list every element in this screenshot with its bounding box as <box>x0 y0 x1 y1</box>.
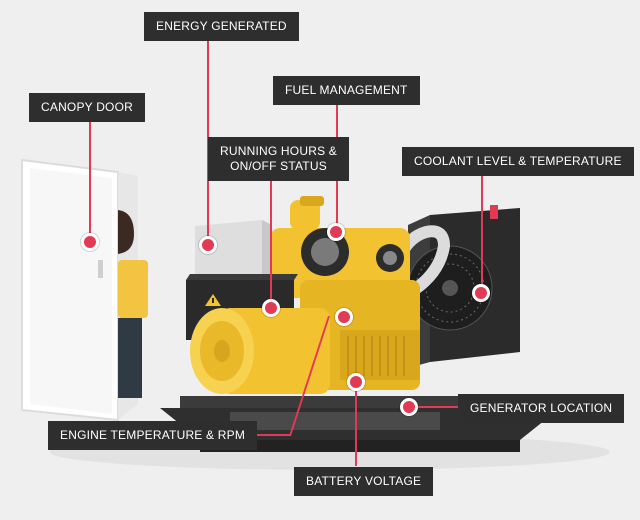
canopy-door-marker[interactable] <box>81 233 99 251</box>
coolant-label: COOLANT LEVEL & TEMPERATURE <box>402 147 634 176</box>
person-figure <box>118 210 148 398</box>
energy-generated-label: ENERGY GENERATED <box>144 12 299 41</box>
running-hours-label: RUNNING HOURS & ON/OFF STATUS <box>208 137 350 181</box>
canopy-door <box>21 158 138 422</box>
warning-triangle-icon <box>205 294 221 306</box>
running-hours-marker[interactable] <box>262 299 280 317</box>
running-hours-label-line1: RUNNING HOURS & <box>220 144 338 158</box>
energy-generated-marker[interactable] <box>199 236 217 254</box>
engine-temperature-marker[interactable] <box>335 308 353 326</box>
running-hours-line <box>270 178 272 306</box>
engine-temperature-label: ENGINE TEMPERATURE & RPM <box>48 421 258 450</box>
running-hours-label-line2: ON/OFF STATUS <box>230 159 327 173</box>
alternator <box>190 308 330 394</box>
canopy-door-line <box>89 120 91 242</box>
coolant-line <box>481 175 483 292</box>
battery-voltage-label: BATTERY VOLTAGE <box>294 467 434 496</box>
engine-temperature-line-h <box>226 434 290 436</box>
canopy-door-label: CANOPY DOOR <box>29 93 145 122</box>
generator-location-marker[interactable] <box>400 398 418 416</box>
fuel-management-label: FUEL MANAGEMENT <box>273 76 420 105</box>
fuel-management-marker[interactable] <box>327 223 345 241</box>
generator-location-label: GENERATOR LOCATION <box>458 394 625 423</box>
generator-location-line <box>408 406 458 408</box>
battery-voltage-marker[interactable] <box>347 373 365 391</box>
coolant-marker[interactable] <box>472 284 490 302</box>
battery-voltage-line <box>355 382 357 466</box>
